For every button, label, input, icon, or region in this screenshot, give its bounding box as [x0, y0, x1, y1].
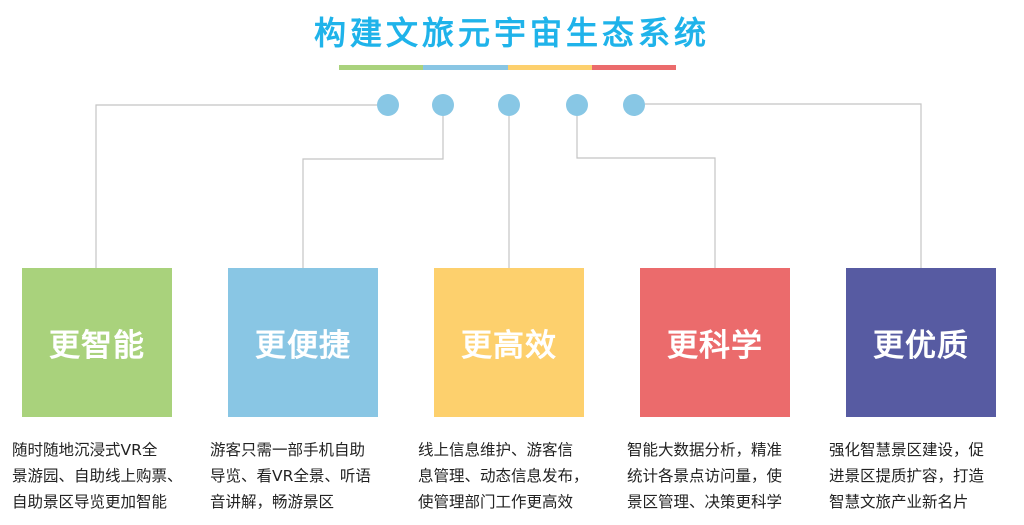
- description-line: 导览、看VR全景、听语: [210, 467, 371, 485]
- connector-line-4: [576, 116, 716, 268]
- connector-dot-2: [432, 94, 454, 116]
- title-underline: [339, 65, 676, 70]
- feature-label: 更便捷: [255, 328, 351, 364]
- description-line: 使管理部门工作更高效: [418, 493, 574, 511]
- underline-segment-green: [339, 65, 424, 70]
- description-line: 游客只需一部手机自助: [210, 441, 366, 459]
- diagram-title: 构建文旅元宇宙生态系统: [313, 14, 710, 52]
- feature-label: 更高效: [461, 328, 557, 364]
- connector-dot-3: [498, 94, 520, 116]
- feature-box-convenient: 更便捷: [228, 268, 378, 417]
- feature-description-convenient: 游客只需一部手机自助 导览、看VR全景、听语 音讲解，畅游景区: [210, 437, 410, 515]
- connector-dots: [377, 94, 645, 116]
- connector-dot-5: [623, 94, 645, 116]
- feature-description-scientific: 智能大数据分析，精准 统计各景点访问量，使 景区管理、决策更科学: [627, 437, 827, 515]
- underline-segment-yellow: [507, 65, 592, 70]
- description-line: 统计各景点访问量，使: [627, 467, 783, 485]
- feature-label: 更科学: [667, 328, 763, 364]
- description-line: 智能大数据分析，精准: [627, 441, 783, 459]
- feature-box-smart: 更智能: [22, 268, 172, 417]
- feature-description-efficient: 线上信息维护、游客信 息管理、动态信息发布， 使管理部门工作更高效: [418, 437, 618, 515]
- description-line: 进景区提质扩容，打造: [829, 467, 985, 485]
- description-line: 智慧文旅产业新名片: [829, 493, 969, 511]
- feature-description-smart: 随时随地沉浸式VR全 景游园、自助线上购票、 自助景区导览更加智能: [12, 437, 212, 515]
- underline-segment-blue: [423, 65, 508, 70]
- connector-line-1: [95, 104, 377, 268]
- description-line: 强化智慧景区建设，促: [829, 441, 985, 459]
- description-line: 景游园、自助线上购票、: [12, 467, 183, 485]
- description-line: 线上信息维护、游客信: [418, 441, 574, 459]
- description-line: 景区管理、决策更科学: [627, 493, 783, 511]
- feature-box-quality: 更优质: [846, 268, 996, 417]
- description-line: 自助景区导览更加智能: [12, 493, 168, 511]
- connector-dot-1: [377, 94, 399, 116]
- feature-box-efficient: 更高效: [434, 268, 584, 417]
- feature-label: 更智能: [49, 328, 145, 364]
- underline-segment-red: [591, 65, 676, 70]
- connector-dot-4: [566, 94, 588, 116]
- connector-line-5: [645, 103, 922, 268]
- description-line: 音讲解，畅游景区: [210, 493, 335, 511]
- description-line: 随时随地沉浸式VR全: [12, 441, 158, 459]
- feature-description-quality: 强化智慧景区建设，促 进景区提质扩容，打造 智慧文旅产业新名片: [829, 437, 1024, 515]
- connector-lines: [95, 103, 922, 268]
- connector-line-2: [302, 116, 444, 268]
- feature-label: 更优质: [873, 328, 969, 364]
- description-line: 息管理、动态信息发布，: [418, 467, 589, 485]
- feature-box-scientific: 更科学: [640, 268, 790, 417]
